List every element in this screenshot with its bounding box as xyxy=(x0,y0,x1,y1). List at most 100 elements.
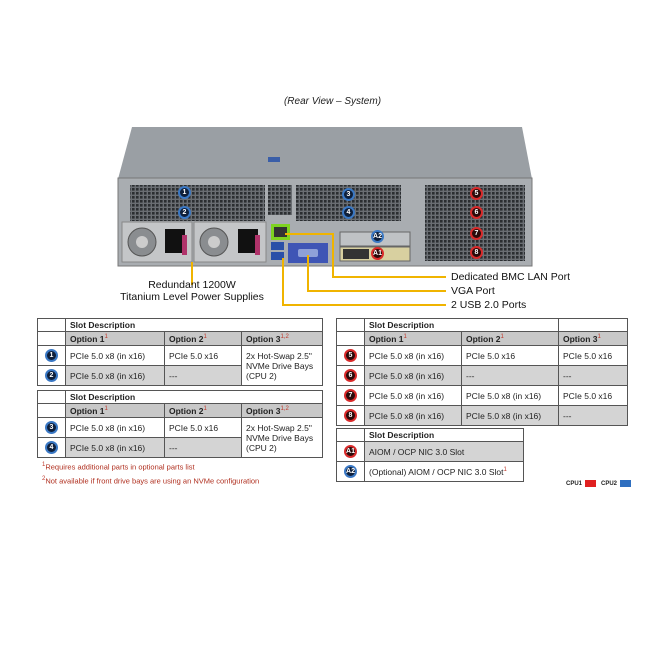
element: Option 1 xyxy=(70,333,105,344)
element xyxy=(343,249,369,259)
element xyxy=(238,229,258,253)
element: Option 2 xyxy=(466,333,501,344)
element xyxy=(274,227,287,237)
table-cell: 1 xyxy=(37,345,66,366)
element xyxy=(255,235,260,255)
table-cell: A1 xyxy=(336,441,365,462)
element: 1 xyxy=(104,333,108,340)
table-cell: 2x Hot-Swap 2.5" NVMe Drive Bays (CPU 2) xyxy=(241,345,323,386)
table-cell: Option 31,2 xyxy=(241,403,323,418)
element: Option 3 xyxy=(246,405,281,416)
element: 1 xyxy=(203,405,207,412)
table-cell: PCIe 5.0 x16 xyxy=(558,385,628,406)
table-cell: 7 xyxy=(336,385,365,406)
slot-1-badge: 1 xyxy=(178,186,191,199)
power-label-line1: Redundant 1200W xyxy=(148,279,236,291)
element: 1 xyxy=(500,333,504,340)
table-cell: --- xyxy=(558,405,628,426)
table-cell: 2x Hot-Swap 2.5" NVMe Drive Bays (CPU 2) xyxy=(241,417,323,458)
legend-cpu2-swatch xyxy=(620,480,632,487)
element: (Optional) AIOM / OCP NIC 3.0 Slot xyxy=(369,466,504,477)
table-cell: Option 21 xyxy=(461,331,559,346)
bmc-lan-label: Dedicated BMC LAN Port xyxy=(451,271,571,283)
table-cell: 4 xyxy=(37,437,66,458)
element: Option 3 xyxy=(246,333,281,344)
element: Option 2 xyxy=(169,405,204,416)
element: Option 2 xyxy=(169,333,204,344)
table-cell: 3 xyxy=(37,417,66,438)
figure-title: (Rear View – System) xyxy=(283,96,382,107)
table-cell: 5 xyxy=(336,345,365,366)
table-cell: 8 xyxy=(336,405,365,426)
element: 1 xyxy=(597,333,601,340)
element xyxy=(307,255,446,292)
slot-badge: 3 xyxy=(45,421,58,434)
slot-badge: 6 xyxy=(344,369,357,382)
table-cell: PCIe 5.0 x8 (in x16) xyxy=(461,385,559,406)
element xyxy=(165,229,185,253)
table-cell: 2 xyxy=(37,365,66,386)
slot-badge: A2 xyxy=(344,465,357,478)
element: Slot Description xyxy=(37,318,323,332)
usb-ports-label: 2 USB 2.0 Ports xyxy=(451,299,527,311)
table-cell: PCIe 5.0 x8 (in x16) xyxy=(65,437,165,458)
table-cell: PCIe 5.0 x8 (in x16) xyxy=(364,405,462,426)
slot-badge: A1 xyxy=(344,445,357,458)
element: 2 xyxy=(42,476,46,482)
table-cell: --- xyxy=(558,365,628,386)
element xyxy=(208,236,220,248)
element xyxy=(271,252,284,260)
element: 1,2 xyxy=(280,405,289,412)
table-header: Slot Description xyxy=(364,318,559,332)
table-cell: PCIe 5.0 x16 xyxy=(461,345,559,366)
slot-a1-badge: A1 xyxy=(371,247,384,260)
slot-5-badge: 5 xyxy=(470,187,483,200)
table-cell: --- xyxy=(461,365,559,386)
table-cell: Option 31 xyxy=(558,331,628,346)
element: Option 3 xyxy=(563,333,598,344)
table-row: A2(Optional) AIOM / OCP NIC 3.0 Slot1 xyxy=(336,461,524,482)
element: Not available if front drive bays are us… xyxy=(45,476,260,486)
element: 1 xyxy=(104,405,108,412)
table-cell: PCIe 5.0 x16 xyxy=(558,345,628,366)
table-cell: 6 xyxy=(336,365,365,386)
table-cell xyxy=(37,318,66,332)
table-cell: PCIe 5.0 x8 (in x16) xyxy=(65,345,165,366)
table-cell: --- xyxy=(164,365,242,386)
footnote-1: 1Requires additional parts in optional p… xyxy=(42,462,195,472)
table-cell: Option 21 xyxy=(164,403,242,418)
element xyxy=(282,258,446,306)
slot-badge: 5 xyxy=(344,349,357,362)
table-cell: Option 11 xyxy=(65,403,165,418)
legend-cpu1-swatch xyxy=(585,480,597,487)
table-header: Slot Description xyxy=(364,428,524,442)
element: 1 xyxy=(42,462,46,468)
table-cell: A2 xyxy=(336,461,365,482)
element xyxy=(271,242,284,250)
table-cell xyxy=(37,331,66,346)
slot-badge: 2 xyxy=(45,369,58,382)
footnote-2: 2Not available if front drive bays are u… xyxy=(42,476,259,486)
legend-cpu1-label: CPU1 xyxy=(566,481,583,488)
element xyxy=(285,233,446,278)
element xyxy=(268,157,280,162)
slot-badge: 4 xyxy=(45,441,58,454)
table-cell xyxy=(336,331,365,346)
slot-badge: 7 xyxy=(344,389,357,402)
element: 1,2 xyxy=(280,333,289,340)
